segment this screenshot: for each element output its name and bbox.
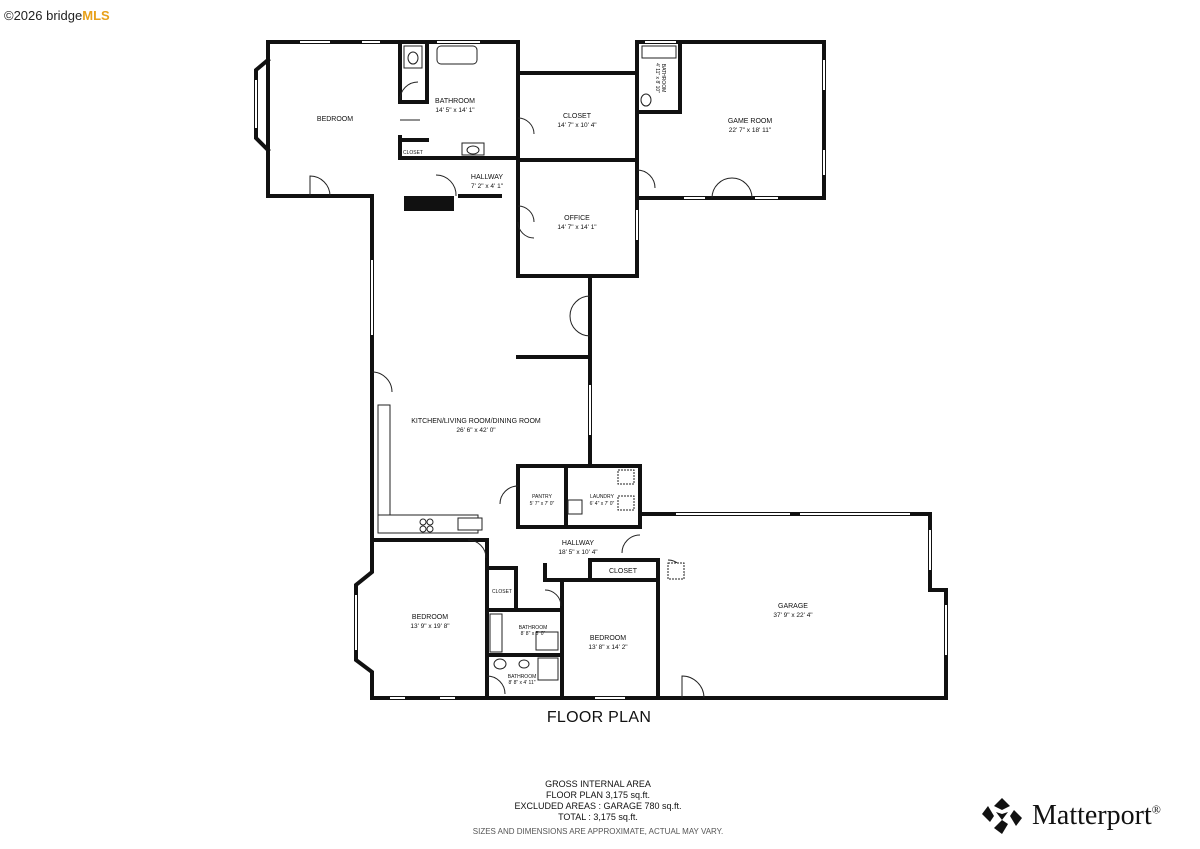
pantry-label: PANTRY xyxy=(532,494,552,500)
closet-small-label: CLOSET xyxy=(403,150,423,156)
closet1-dims: 14' 7" x 10' 4" xyxy=(557,122,597,129)
office-dims: 14' 7" x 14' 1" xyxy=(557,224,597,231)
footer-excluded: EXCLUDED AREAS : GARAGE 780 sq.ft. xyxy=(514,801,681,811)
bedroom2-label: BEDROOM xyxy=(412,614,448,621)
matterport-logo-icon xyxy=(982,798,1022,834)
footer-gia: GROSS INTERNAL AREA xyxy=(545,779,651,789)
bedroom2-dims: 13' 9" x 19' 8" xyxy=(410,623,450,630)
bathroom3-label: BATHROOM xyxy=(519,625,548,631)
doors xyxy=(309,81,753,699)
bathroom4-dims: 8' 8" x 4' 11" xyxy=(508,680,535,686)
copyright-text: ©2026 bridge xyxy=(4,8,83,23)
bridge-mls-watermark: ©2026 bridgeMLS xyxy=(4,8,110,23)
fixtures xyxy=(377,45,685,681)
bedroom3-label: BEDROOM xyxy=(590,635,626,642)
bathroom4-label: BATHROOM xyxy=(508,674,537,680)
windows xyxy=(255,41,947,699)
office-label: OFFICE xyxy=(564,215,590,222)
bathroom3-dims: 8' 8" x 5' 0" xyxy=(521,631,546,637)
matterport-name: Matterport xyxy=(1032,800,1152,831)
bathroom2-label: BATHROOM xyxy=(660,64,666,93)
matterport-logo: Matterport® xyxy=(980,796,1161,836)
closet2-label: CLOSET xyxy=(492,589,512,595)
hallway2-label: HALLWAY xyxy=(562,540,594,547)
bedroom3-dims: 13' 8" x 14' 2" xyxy=(588,644,628,651)
hallway1-dims: 7' 2" x 4' 1" xyxy=(471,183,504,190)
hallway2-dims: 18' 5" x 10' 4" xyxy=(558,549,598,556)
garage-label: GARAGE xyxy=(778,603,808,610)
laundry-label: LAUNDRY xyxy=(590,494,614,500)
bathroom2-dims: 4' 11" x 8' 10" xyxy=(654,63,660,93)
matterport-wordmark: Matterport® xyxy=(1032,800,1161,832)
footer-floor-plan: FLOOR PLAN 3,175 sq.ft. xyxy=(546,790,650,800)
registered-mark: ® xyxy=(1151,802,1161,817)
mls-logo-text: MLS xyxy=(82,8,110,23)
kitchen-label: KITCHEN/LIVING ROOM/DINING ROOM xyxy=(411,418,541,425)
closet1-label: CLOSET xyxy=(563,113,592,120)
footer-disclaimer: SIZES AND DIMENSIONS ARE APPROXIMATE, AC… xyxy=(473,827,723,836)
bathroom1-dims: 14' 5" x 14' 1" xyxy=(435,107,475,114)
walls xyxy=(254,40,948,700)
garage-dims: 37' 9" x 22' 4" xyxy=(773,612,813,619)
bathroom1-label: BATHROOM xyxy=(435,98,475,105)
pantry-dims: 5' 7" x 7' 0" xyxy=(530,501,555,507)
closet3-label: CLOSET xyxy=(609,568,638,575)
footer-total: TOTAL : 3,175 sq.ft. xyxy=(558,812,638,822)
plan-title: FLOOR PLAN xyxy=(547,709,651,726)
game-room-dims: 22' 7" x 18' 11" xyxy=(729,127,772,134)
laundry-dims: 6' 4" x 7' 0" xyxy=(590,501,615,507)
game-room-label: GAME ROOM xyxy=(728,118,773,125)
hallway1-label: HALLWAY xyxy=(471,174,503,181)
kitchen-dims: 26' 6" x 42' 0" xyxy=(456,427,496,434)
bedroom1-label: BEDROOM xyxy=(317,116,353,123)
